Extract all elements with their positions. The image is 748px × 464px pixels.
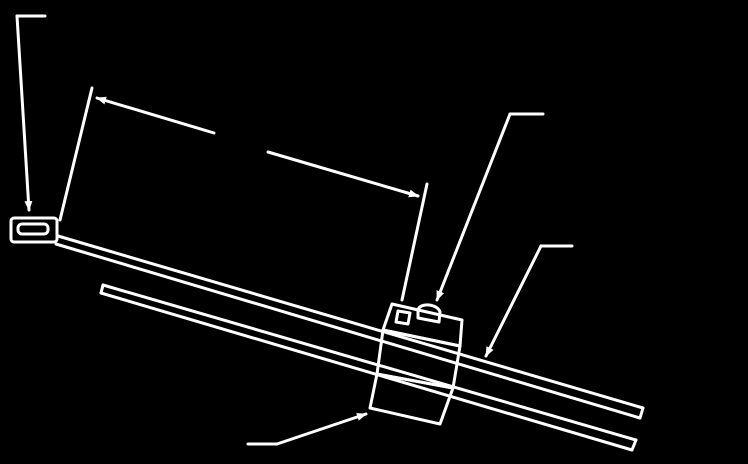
leader-end-clip: [15, 14, 47, 212]
lower-bar: [99, 283, 638, 452]
center-clamp-block: [368, 302, 464, 426]
leader-block-top: [435, 112, 545, 302]
dimension-line: [58, 86, 429, 302]
leader-upper-bar: [484, 244, 574, 358]
upper-bar: [54, 234, 645, 420]
left-end-clip: [9, 216, 59, 244]
leader-block-bottom: [246, 412, 368, 446]
